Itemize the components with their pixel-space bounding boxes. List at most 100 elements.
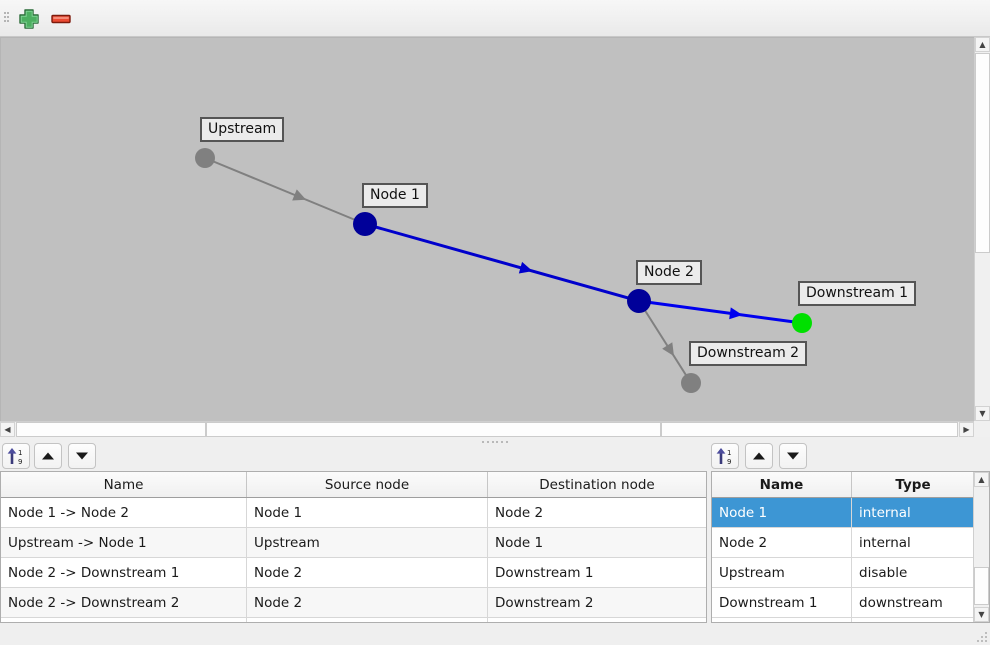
- canvas-vertical-scrollbar[interactable]: ▲ ▼: [974, 37, 990, 421]
- svg-text:1: 1: [18, 449, 22, 457]
- edge-table-toolbar: 1 9: [0, 443, 100, 469]
- edge-col-source[interactable]: Source node: [246, 472, 488, 498]
- graph-node-node2[interactable]: [627, 289, 651, 313]
- node-table-empty-row: [712, 617, 974, 622]
- add-node-button[interactable]: [16, 6, 42, 32]
- node-col-name[interactable]: Name: [712, 472, 852, 498]
- triangle-up-icon: [42, 452, 54, 460]
- canvas-hscroll-thumb-right[interactable]: [661, 422, 958, 437]
- edge-cell-name: Node 2 -> Downstream 1: [1, 557, 247, 588]
- node-cell-name: Upstream: [712, 557, 852, 588]
- graph-node-label-node2[interactable]: Node 2: [636, 260, 702, 285]
- graph-node-label-node1[interactable]: Node 1: [362, 183, 428, 208]
- node-empty-cell: [712, 617, 852, 622]
- sort-ascending-icon: 1 9: [7, 448, 22, 466]
- edge-table-header-row: Name Source node Destination node: [1, 472, 706, 498]
- drag-handle-icon[interactable]: [4, 10, 9, 28]
- graph-node-node1[interactable]: [353, 212, 377, 236]
- node-cell-type: internal: [851, 527, 974, 558]
- scroll-left-button[interactable]: ◀: [0, 422, 15, 437]
- edge-cell-source-node: Upstream: [246, 527, 488, 558]
- graph-node-label-downstream1[interactable]: Downstream 1: [798, 281, 917, 306]
- edge-move-up-button[interactable]: [34, 443, 62, 469]
- graph-node-downstream1[interactable]: [792, 313, 812, 333]
- caret-down-icon: ▼: [978, 609, 985, 619]
- node-col-type[interactable]: Type: [851, 472, 974, 498]
- canvas-hscroll-thumb-left[interactable]: [16, 422, 206, 437]
- caret-up-icon: ▲: [979, 39, 986, 49]
- window-resize-grip[interactable]: [977, 632, 987, 642]
- scroll-right-button[interactable]: ▶: [959, 422, 974, 437]
- plus-icon: [19, 9, 39, 29]
- edge-empty-cell: [487, 617, 706, 622]
- node-scroll-thumb[interactable]: [974, 567, 989, 605]
- node-sort-button[interactable]: 1 9: [711, 443, 739, 469]
- edge-cell-name: Node 2 -> Downstream 2: [1, 587, 247, 618]
- graph-node-label-upstream[interactable]: Upstream: [200, 117, 285, 142]
- edge-cell-source-node: Node 2: [246, 557, 488, 588]
- node-move-down-button[interactable]: [779, 443, 807, 469]
- canvas-hscroll-thumb[interactable]: [206, 422, 661, 437]
- edge-cell-destination-node: Downstream 2: [487, 587, 706, 618]
- sort-ascending-icon: 1 9: [716, 448, 731, 466]
- edge-cell-destination-node: Downstream 1: [487, 557, 706, 588]
- graph-node-downstream2[interactable]: [681, 373, 701, 393]
- graph-edge-node1-node2[interactable]: [364, 222, 640, 303]
- edge-col-destination[interactable]: Destination node: [487, 472, 706, 498]
- delete-node-button[interactable]: [48, 6, 74, 32]
- main-toolbar: [0, 0, 990, 37]
- edge-cell-destination-node: Node 1: [487, 527, 706, 558]
- edge-sort-button[interactable]: 1 9: [2, 443, 30, 469]
- graph-edge-node2-downstream2[interactable]: [638, 300, 692, 384]
- scrollbar-corner: [974, 421, 990, 437]
- node-empty-cell: [851, 617, 974, 622]
- graph-node-label-downstream2[interactable]: Downstream 2: [689, 341, 808, 366]
- edge-cell-name: Node 1 -> Node 2: [1, 497, 247, 528]
- graph-drawing: [195, 148, 812, 393]
- graph-node-upstream[interactable]: [195, 148, 215, 168]
- scroll-up-button[interactable]: ▲: [975, 37, 990, 52]
- canvas-vscroll-thumb[interactable]: [975, 53, 990, 253]
- graph-edge-node2-downstream1[interactable]: [638, 299, 803, 325]
- node-scroll-down-button[interactable]: ▼: [974, 607, 989, 622]
- canvas-horizontal-scrollbar[interactable]: ◀ ▶: [0, 421, 974, 437]
- svg-text:9: 9: [727, 458, 731, 466]
- node-cell-type: internal: [851, 497, 974, 528]
- node-cell-name: Node 1: [712, 497, 852, 528]
- caret-down-icon: ▼: [979, 408, 986, 418]
- node-scroll-up-button[interactable]: ▲: [974, 472, 989, 487]
- edge-empty-cell: [246, 617, 488, 622]
- graph-edge-upstream-node1[interactable]: [204, 157, 366, 225]
- edge-cell-destination-node: Node 2: [487, 497, 706, 528]
- edge-cell-source-node: Node 2: [246, 587, 488, 618]
- svg-text:1: 1: [727, 449, 731, 457]
- edge-arrowhead-upstream-node1: [292, 189, 307, 201]
- edge-cell-source-node: Node 1: [246, 497, 488, 528]
- edge-col-name[interactable]: Name: [1, 472, 247, 498]
- node-table-toolbar: 1 9: [711, 443, 811, 469]
- edge-arrowhead-node2-downstream1: [729, 307, 743, 320]
- triangle-down-icon: [787, 452, 799, 460]
- node-move-up-button[interactable]: [745, 443, 773, 469]
- node-cell-name: Downstream 1: [712, 587, 852, 618]
- edge-empty-cell: [1, 617, 247, 622]
- caret-left-icon: ◀: [4, 424, 11, 434]
- scroll-down-button[interactable]: ▼: [975, 406, 990, 421]
- caret-right-icon: ▶: [963, 424, 970, 434]
- node-table-scrollbar[interactable]: ▲ ▼: [973, 472, 989, 622]
- splitter-handle[interactable]: [0, 437, 990, 447]
- edge-table[interactable]: Name Source node Destination node Node 1…: [0, 471, 707, 623]
- edge-move-down-button[interactable]: [68, 443, 96, 469]
- edge-arrowhead-node2-downstream2: [662, 342, 674, 357]
